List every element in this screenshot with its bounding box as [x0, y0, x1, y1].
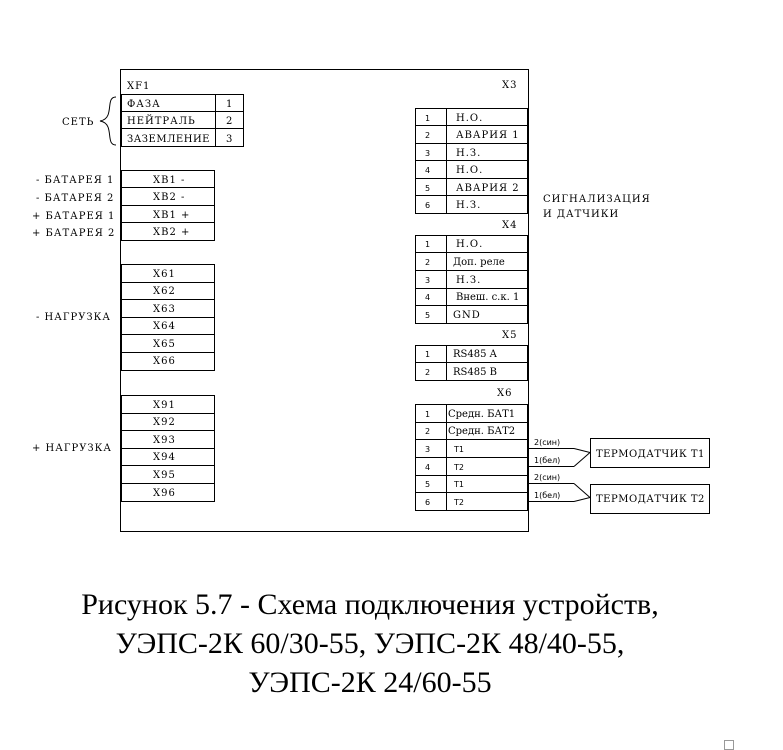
sensor-t2-box: [590, 484, 710, 514]
x9x-label-6: X96: [153, 488, 176, 499]
x6-label-1: Средн. БАТ1: [448, 409, 515, 420]
x6-num-3: 3: [425, 445, 430, 454]
sensor-t2-wiring: [528, 483, 591, 502]
x3-label-1: Н.О.: [456, 113, 483, 124]
x3-label-6: Н.З.: [456, 200, 481, 211]
x6-num-4: 4: [425, 463, 430, 472]
battery-label-2: - БАТАРЕЯ 2: [36, 193, 114, 204]
network-brace: [99, 96, 117, 146]
x6-label-2: Средн. БАТ2: [448, 426, 515, 437]
signal-label-1: СИГНАЛИЗАЦИЯ: [543, 194, 651, 205]
x6x-label-6: X66: [153, 356, 176, 367]
x6x-label-3: X63: [153, 304, 176, 315]
xf1-label-1: ФАЗА: [127, 99, 161, 110]
x3-num-4: 4: [425, 166, 430, 175]
battery-label-1: - БАТАРЕЯ 1: [36, 175, 114, 186]
x3-label-2: АВАРИЯ 1: [456, 130, 520, 141]
xf1-title: XF1: [127, 81, 150, 92]
signal-label-2: И ДАТЧИКИ: [543, 209, 619, 220]
wire-label-white-t1: 1(бел): [534, 456, 560, 465]
x3-num-6: 6: [425, 201, 430, 210]
x6x-label-4: X64: [153, 321, 176, 332]
x6-title: X6: [497, 388, 512, 399]
battery-label-4: + БАТАРЕЯ 2: [32, 228, 115, 239]
load-plus-label: + НАГРУЗКА: [32, 443, 112, 454]
x3-num-5: 5: [425, 184, 430, 193]
x4-label-1: Н.О.: [456, 239, 483, 250]
wire-label-white-t2: 1(бел): [534, 491, 560, 500]
x4-num-4: 4: [425, 293, 430, 302]
x4-num-3: 3: [425, 276, 430, 285]
xb-label-1: XB1 -: [153, 175, 185, 186]
xf1-label-2: НЕЙТРАЛЬ: [127, 115, 196, 127]
x6x-label-2: X62: [153, 286, 176, 297]
x4-label-2: Доп. реле: [453, 257, 505, 268]
xf1-num-3: 3: [226, 134, 233, 145]
caption-line-1: Рисунок 5.7 - Схема подключения устройст…: [81, 588, 659, 621]
x3-title: X3: [502, 80, 517, 91]
xb-label-4: XB2 +: [153, 227, 190, 238]
x6-num-6: 6: [425, 498, 430, 507]
x3-num-2: 2: [425, 131, 430, 140]
xf1-num-2: 2: [226, 116, 233, 127]
x4-num-1: 1: [425, 240, 430, 249]
x4-label-5: GND: [453, 310, 481, 321]
load-minus-label: - НАГРУЗКА: [36, 312, 111, 323]
x6-num-5: 5: [425, 480, 430, 489]
x9x-label-3: X93: [153, 435, 176, 446]
x3-num-1: 1: [425, 114, 430, 123]
x5-num-2: 2: [425, 368, 430, 377]
battery-label-3: + БАТАРЕЯ 1: [32, 211, 115, 222]
wire-label-blue-t1: 2(син): [534, 438, 560, 447]
x9x-label-4: X94: [153, 452, 176, 463]
x9x-label-2: X92: [153, 417, 176, 428]
wire-label-blue-t2: 2(син): [534, 473, 560, 482]
sensor-t2-label: ТЕРМОДАТЧИК Т2: [596, 494, 705, 505]
x6x-label-5: X65: [153, 339, 176, 350]
x3-label-4: Н.О.: [456, 165, 483, 176]
caption-line-3: УЭПС-2К 24/60-55: [248, 666, 492, 699]
x6-label-6: T2: [453, 498, 464, 507]
x3-label-3: Н.З.: [456, 148, 481, 159]
x5-label-1: RS485 A: [453, 349, 498, 360]
figure-caption: Рисунок 5.7 - Схема подключения устройст…: [0, 585, 740, 702]
x4-block: [415, 235, 528, 324]
xf1-label-3: ЗАЗЕМЛЕНИЕ: [127, 134, 210, 145]
xf1-num-1: 1: [226, 99, 233, 110]
x5-num-1: 1: [425, 350, 430, 359]
x4-label-4: Внеш. с.к. 1: [456, 292, 519, 303]
x6x-label-1: X61: [153, 269, 176, 280]
x5-label-2: RS485 B: [453, 367, 497, 378]
x3-num-3: 3: [425, 149, 430, 158]
x4-label-3: Н.З.: [456, 275, 481, 286]
x6-label-4: T2: [453, 463, 464, 472]
x4-title: X4: [502, 220, 517, 231]
xb-label-3: XB1 +: [153, 210, 190, 221]
x4-num-5: 5: [425, 311, 430, 320]
x6-label-3: T1: [453, 445, 464, 454]
x6-label-5: T1: [453, 480, 464, 489]
sensor-t1-label: ТЕРМОДАТЧИК Т1: [596, 449, 705, 460]
xf1-block: [121, 94, 244, 147]
network-label: СЕТЬ: [62, 117, 94, 128]
x6-num-2: 2: [425, 427, 430, 436]
x4-num-2: 2: [425, 258, 430, 267]
x6-num-1: 1: [425, 410, 430, 419]
x9x-label-1: X91: [153, 400, 176, 411]
device-frame: [120, 69, 529, 532]
caption-line-2: УЭПС-2К 60/30-55, УЭПС-2К 48/40-55,: [115, 627, 625, 660]
xb-label-2: XB2 -: [153, 192, 185, 203]
sensor-t1-wiring: [528, 448, 591, 467]
x5-title: X5: [502, 330, 517, 341]
x3-label-5: АВАРИЯ 2: [456, 183, 520, 194]
x9x-label-5: X95: [153, 470, 176, 481]
sensor-t1-box: [590, 438, 710, 468]
